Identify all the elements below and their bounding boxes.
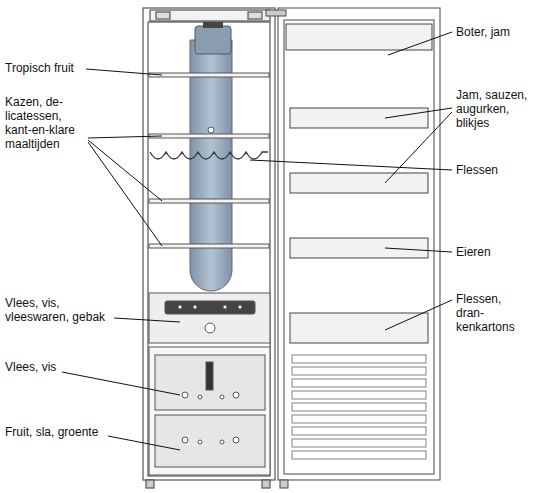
door-vents: [292, 355, 426, 459]
callout-label: Jam, sauzen, augurken, blikjes: [456, 88, 532, 130]
callout-label: Boter, jam: [456, 25, 510, 39]
bottle-rack: [150, 152, 268, 159]
callout-label: Flessen: [456, 163, 498, 177]
callout-label: Vlees, vis: [5, 360, 56, 374]
callout-label: Kazen, de- licatessen, kant-en-klare maa…: [5, 95, 85, 151]
callout-label: Fruit, sla, groente: [5, 425, 98, 439]
callout-label: Eieren: [456, 245, 491, 259]
cabinet: [143, 8, 275, 488]
door: [266, 8, 440, 488]
biofresh-drawer: [149, 293, 270, 343]
callout-label: Flessen, dran- kenkartons: [456, 292, 532, 334]
callout-label: Vlees, vis, vleeswaren, gebak: [5, 296, 115, 324]
crisper-drawers: [149, 347, 270, 475]
callout-label: Tropisch fruit: [5, 61, 74, 75]
leader-lines: [62, 32, 452, 450]
